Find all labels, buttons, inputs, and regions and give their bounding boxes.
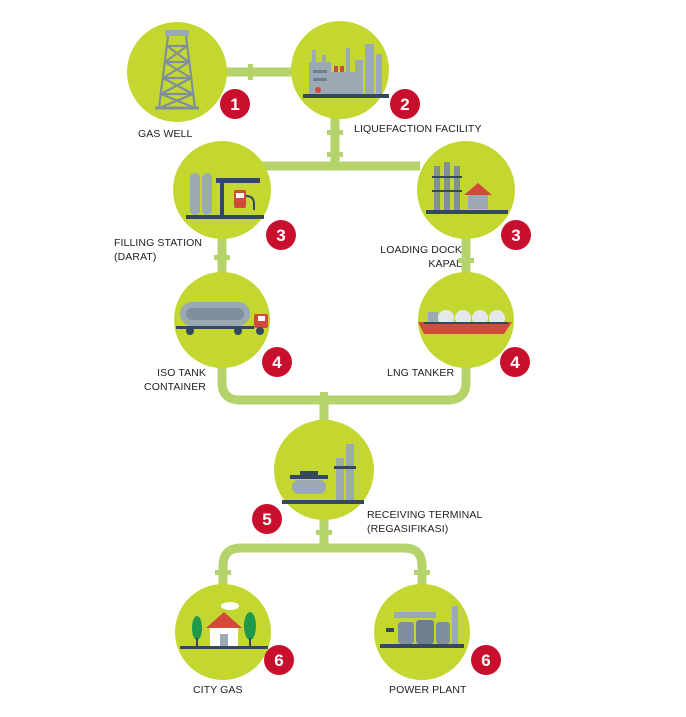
badge-5: 5 [252, 504, 282, 534]
badge-number: 5 [262, 510, 271, 529]
badge-number: 4 [510, 353, 520, 372]
ship-icon [418, 310, 512, 334]
badge-6-power: 6 [471, 645, 501, 675]
label-filling-station: FILLING STATION (DARAT) [114, 237, 203, 263]
node-circles [127, 21, 515, 680]
terminal-icon [282, 444, 364, 504]
label-receiving-terminal: RECEIVING TERMINAL (REGASIFIKASI) [367, 509, 483, 535]
badge-number: 2 [400, 95, 409, 114]
fuel-station-icon [186, 173, 264, 219]
badge-number: 6 [274, 651, 283, 670]
badge-number: 3 [511, 226, 520, 245]
label-liquefaction-facility: LIQUEFACTION FACILITY [354, 123, 482, 135]
oil-derrick-icon [155, 30, 199, 110]
label-loading-dock: LOADING DOCK KAPAL [380, 244, 462, 270]
house-icon [180, 602, 268, 649]
badge-3-dock: 3 [501, 220, 531, 250]
badge-1: 1 [220, 89, 250, 119]
circle-loading-dock [417, 141, 515, 239]
badge-3-filling: 3 [266, 220, 296, 250]
pipe-distribution [218, 543, 427, 600]
factory-icon [303, 44, 389, 98]
badge-number: 3 [276, 226, 285, 245]
badge-6-city: 6 [264, 645, 294, 675]
circle-gas-well [127, 22, 227, 122]
badge-number: 4 [272, 353, 282, 372]
power-plant-icon [380, 606, 464, 648]
label-gas-well: GAS WELL [138, 128, 193, 140]
badge-number: 1 [230, 95, 239, 114]
label-power-plant: POWER PLANT [389, 684, 467, 696]
label-iso-tank-container: ISO TANK CONTAINER [144, 367, 206, 393]
badge-4-iso: 4 [262, 347, 292, 377]
badge-2: 2 [390, 89, 420, 119]
dock-icon [426, 162, 508, 214]
circle-receiving-terminal [274, 420, 374, 520]
label-lng-tanker: LNG TANKER [387, 367, 455, 379]
pipe-lower-collector [217, 360, 471, 405]
tank-truck-icon [176, 302, 268, 335]
label-city-gas: CITY GAS [193, 684, 243, 696]
badge-4-tanker: 4 [500, 347, 530, 377]
badge-number: 6 [481, 651, 490, 670]
